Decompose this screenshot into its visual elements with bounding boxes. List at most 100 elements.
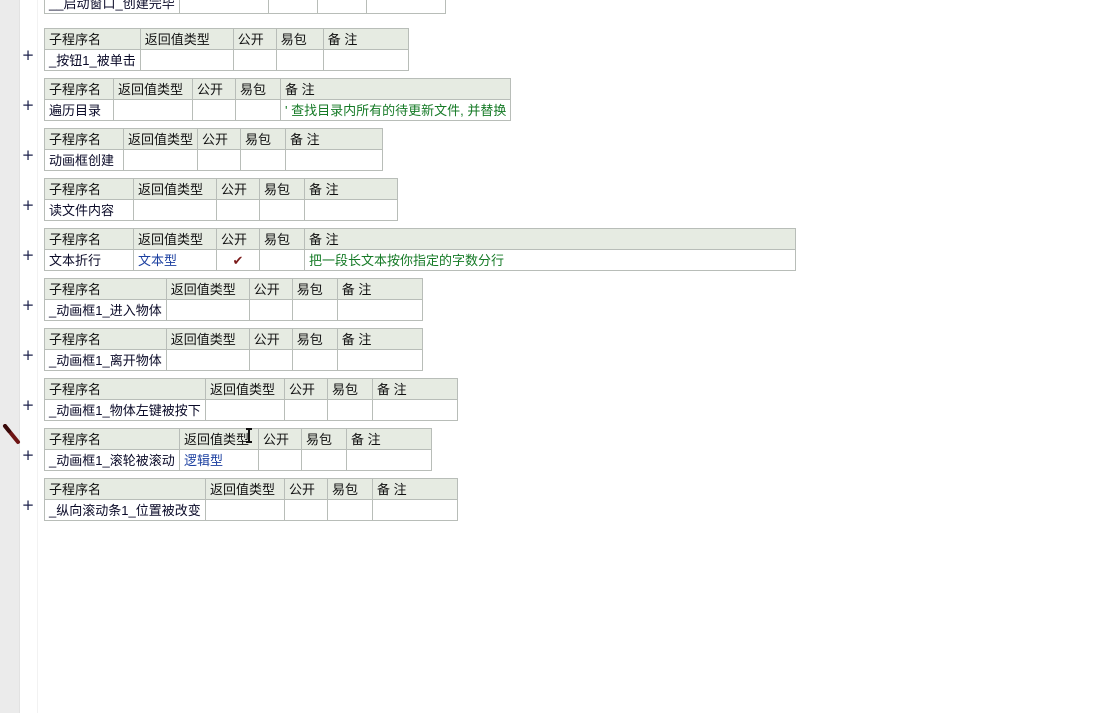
routine-expander-toggle[interactable]: + bbox=[21, 496, 35, 514]
routine-package-cell[interactable] bbox=[235, 99, 281, 121]
routine-value-row[interactable]: _动画框1_物体左键被按下 bbox=[44, 399, 458, 421]
routine-return-type-cell[interactable] bbox=[205, 399, 285, 421]
routine-header-row: 子程序名返回值类型公开易包备 注 bbox=[44, 178, 398, 200]
routine-comment-cell[interactable] bbox=[372, 399, 458, 421]
routine-table[interactable]: 子程序名返回值类型公开易包备 注读文件内容 bbox=[44, 178, 398, 221]
header-cell-public: 公开 bbox=[197, 128, 242, 150]
routine-expander-toggle[interactable]: + bbox=[21, 146, 35, 164]
routine-comment-cell[interactable] bbox=[336, 299, 423, 321]
routine-value-row[interactable]: 遍历目录 ' 查找目录内所有的待更新文件, 并替换 bbox=[44, 99, 512, 121]
routine-expander-toggle[interactable]: + bbox=[21, 246, 35, 264]
routine-value-row[interactable]: 文本折行文本型✔ 把一段长文本按你指定的字数分行 bbox=[44, 249, 796, 271]
routine-value-row[interactable]: 读文件内容 bbox=[44, 199, 398, 221]
routine-value-row[interactable]: _动画框1_滚轮被滚动逻辑型 bbox=[44, 449, 432, 471]
routine-name-cell[interactable]: _动画框1_物体左键被按下 bbox=[44, 399, 206, 421]
routine-return-type-cell[interactable] bbox=[178, 0, 269, 14]
routine-public-cell[interactable]: ✔ bbox=[216, 249, 260, 271]
routine-table[interactable]: 子程序名返回值类型公开易包备 注_纵向滚动条1_位置被改变 bbox=[44, 478, 458, 521]
routine-return-type-cell[interactable] bbox=[139, 49, 234, 71]
routine-comment-cell[interactable] bbox=[322, 49, 409, 71]
routine-package-cell[interactable] bbox=[291, 349, 338, 371]
routine-return-type-cell[interactable] bbox=[165, 299, 250, 321]
header-cell-package: 易包 bbox=[327, 478, 373, 500]
header-cell-name: 子程序名 bbox=[44, 278, 167, 300]
routine-name-cell[interactable]: _动画框1_进入物体 bbox=[44, 299, 167, 321]
routine-name-cell[interactable]: 读文件内容 bbox=[44, 199, 134, 221]
routine-name-cell[interactable]: _按钮1_被单击 bbox=[44, 49, 141, 71]
routine-table-clipped[interactable]: __启动窗口_创建完毕 bbox=[44, 0, 446, 14]
routine-package-cell[interactable] bbox=[327, 499, 373, 521]
routine-name-cell[interactable]: __启动窗口_创建完毕 bbox=[44, 0, 180, 14]
routine-comment-cell[interactable] bbox=[372, 499, 458, 521]
routine-comment-cell[interactable] bbox=[365, 0, 446, 14]
routine-table[interactable]: 子程序名返回值类型公开易包备 注_动画框1_物体左键被按下 bbox=[44, 378, 458, 421]
routine-expander-toggle[interactable]: + bbox=[21, 346, 35, 364]
routine-value-row[interactable]: _动画框1_离开物体 bbox=[44, 349, 423, 371]
routine-return-type-cell[interactable] bbox=[122, 149, 199, 171]
header-cell-comment: 备 注 bbox=[372, 478, 458, 500]
routine-public-cell[interactable] bbox=[216, 199, 260, 221]
routine-table[interactable]: 子程序名返回值类型公开易包备 注遍历目录' 查找目录内所有的待更新文件, 并替换 bbox=[44, 78, 512, 121]
routine-public-cell[interactable] bbox=[248, 349, 293, 371]
routine-comment-cell[interactable]: 把一段长文本按你指定的字数分行 bbox=[304, 249, 796, 271]
routine-table[interactable]: 子程序名返回值类型公开易包备 注_动画框1_进入物体 bbox=[44, 278, 423, 321]
routine-header-row: 子程序名返回值类型公开易包备 注 bbox=[44, 278, 423, 300]
routine-public-cell[interactable] bbox=[267, 0, 318, 14]
routine-public-cell[interactable] bbox=[284, 499, 328, 521]
routine-table-selected[interactable]: 子程序名返回值类型公开易包备 注文本折行文本型✔把一段长文本按你指定的字数分行 bbox=[44, 228, 796, 271]
routine-name-cell[interactable]: _动画框1_滚轮被滚动 bbox=[44, 449, 180, 471]
routine-expander-toggle[interactable]: + bbox=[21, 96, 35, 114]
routine-public-cell[interactable] bbox=[197, 149, 242, 171]
routine-public-cell[interactable] bbox=[232, 49, 277, 71]
routine-package-cell[interactable] bbox=[240, 149, 287, 171]
routine-comment-cell[interactable] bbox=[304, 199, 398, 221]
routine-return-type-cell[interactable] bbox=[133, 199, 217, 221]
routine-expander-toggle[interactable]: + bbox=[21, 196, 35, 214]
gutter-separator-rule bbox=[37, 0, 38, 713]
routine-return-type-cell[interactable] bbox=[205, 499, 285, 521]
routine-value-row[interactable]: _纵向滚动条1_位置被改变 bbox=[44, 499, 458, 521]
routine-expander-toggle[interactable]: + bbox=[21, 46, 35, 64]
header-cell-package: 易包 bbox=[291, 328, 338, 350]
routine-expander-toggle[interactable]: + bbox=[21, 396, 35, 414]
routine-table[interactable]: 子程序名返回值类型公开易包备 注_按钮1_被单击 bbox=[44, 28, 409, 71]
routine-package-cell[interactable] bbox=[316, 0, 367, 14]
routine-package-cell[interactable] bbox=[327, 399, 373, 421]
routine-expander-toggle[interactable]: + bbox=[21, 446, 35, 464]
routine-package-cell[interactable] bbox=[301, 449, 347, 471]
routine-table[interactable]: 子程序名返回值类型公开易包备 注动画框创建 bbox=[44, 128, 384, 171]
routine-value-row[interactable]: _动画框1_进入物体 bbox=[44, 299, 423, 321]
header-cell-return-type: 返回值类型 bbox=[133, 228, 217, 250]
header-cell-package: 易包 bbox=[240, 128, 287, 150]
routine-value-row[interactable]: _按钮1_被单击 bbox=[44, 49, 409, 71]
routine-name-cell[interactable]: 文本折行 bbox=[44, 249, 134, 271]
routine-value-row[interactable]: 动画框创建 bbox=[44, 149, 384, 171]
routine-return-type-cell[interactable]: 文本型 bbox=[133, 249, 217, 271]
routine-comment-cell[interactable] bbox=[336, 349, 423, 371]
routine-public-cell[interactable] bbox=[284, 399, 328, 421]
routine-return-type-cell[interactable] bbox=[113, 99, 193, 121]
routine-public-cell[interactable] bbox=[192, 99, 236, 121]
header-cell-return-type: 返回值类型 bbox=[139, 28, 234, 50]
routine-comment-cell[interactable] bbox=[346, 449, 432, 471]
routine-name-cell[interactable]: _动画框1_离开物体 bbox=[44, 349, 167, 371]
header-cell-comment: 备 注 bbox=[336, 328, 423, 350]
routine-name-cell[interactable]: _纵向滚动条1_位置被改变 bbox=[44, 499, 206, 521]
routine-comment-cell[interactable]: ' 查找目录内所有的待更新文件, 并替换 bbox=[279, 99, 512, 121]
routine-package-cell[interactable] bbox=[291, 299, 338, 321]
routine-public-cell[interactable] bbox=[248, 299, 293, 321]
routine-return-type-cell[interactable] bbox=[165, 349, 250, 371]
routine-name-cell[interactable]: 遍历目录 bbox=[44, 99, 114, 121]
routine-name-cell[interactable]: 动画框创建 bbox=[44, 149, 124, 171]
routine-header-row: 子程序名返回值类型公开易包备 注 bbox=[44, 328, 423, 350]
routine-return-type-cell[interactable]: 逻辑型 bbox=[179, 449, 259, 471]
routine-expander-toggle[interactable]: + bbox=[21, 296, 35, 314]
routine-package-cell[interactable] bbox=[275, 49, 324, 71]
routine-table[interactable]: 子程序名返回值类型公开易包备 注_动画框1_滚轮被滚动逻辑型 bbox=[44, 428, 432, 471]
routine-public-cell[interactable] bbox=[258, 449, 302, 471]
routine-package-cell[interactable] bbox=[259, 249, 305, 271]
routine-comment-cell[interactable] bbox=[285, 149, 384, 171]
routine-package-cell[interactable] bbox=[259, 199, 305, 221]
routine-table[interactable]: 子程序名返回值类型公开易包备 注_动画框1_离开物体 bbox=[44, 328, 423, 371]
